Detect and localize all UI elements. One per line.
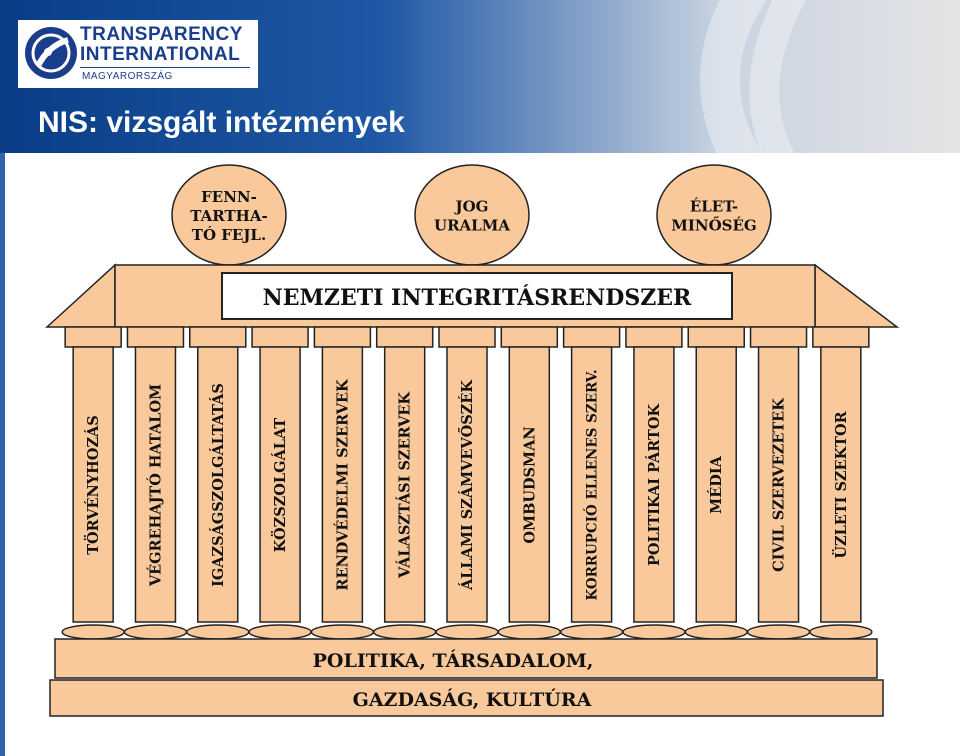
column-3: IGAZSÁGSZOLGÁLTATÁS [186,326,250,640]
column-label: ÜZLETI SZEKTOR [831,410,850,558]
column-shaft [134,346,177,623]
column-base [622,624,686,640]
column-label: IGAZSÁGSZOLGÁLTATÁS [209,383,227,587]
top-pillar-3: ÉLET-MINŐSÉG [656,164,772,266]
column-capital [126,326,185,348]
column-capital [625,326,683,348]
column-base [186,624,250,640]
column-2: VÉGREHAJTÓ HATALOM [123,326,188,640]
column-11: MÉDIA [684,326,748,640]
logo-text-country: MAGYARORSZÁG [82,71,173,82]
column-capital [64,326,122,348]
column-shaft [508,346,551,623]
top-pillar-label: MINŐSÉG [671,217,756,235]
columns: TÖRVÉNYHOZÁS VÉGREHAJTÓ HATALOM IGAZSÁGSZO… [61,326,873,640]
ti-logo: TRANSPARENCY INTERNATIONAL MAGYARORSZÁG [18,20,258,88]
base-lower [49,679,884,717]
column-capital [812,326,870,348]
column-capital [749,326,808,348]
base-upper [54,638,878,679]
column-capital [438,326,496,348]
column-capital [313,326,372,348]
top-pillar-label: JOG [454,198,489,216]
column-12: CIVIL SZERVEZETEK [746,326,811,640]
left-accent-bar [0,153,5,756]
column-capital [375,326,434,348]
column-label: CIVIL SZERVEZETEK [771,397,788,572]
top-pillar-label: TÓ FEJL. [192,226,266,244]
column-shaft [446,346,488,623]
base-upper-label: POLITIKA, TÁRSADALOM, [313,649,594,672]
column-1: TÖRVÉNYHOZÁS [61,326,125,640]
column-capital [251,326,309,348]
column-10: POLITIKAI PÁRTOK [622,326,686,640]
column-shaft [570,346,613,623]
column-label: VÉGREHAJTÓ HATALOM [146,384,164,587]
column-label: KORRUPCIÓ ELLENES SZERV. [584,369,601,600]
column-base [684,624,748,640]
column-capital [562,326,621,348]
column-label: MÉDIA [707,455,725,513]
column-shaft [383,346,426,623]
ti-globe-icon [25,27,77,79]
column-label: ÁLLAMI SZÁMVEVŐSZÉK [458,379,476,591]
top-pillar-label: ÉLET- [690,198,738,216]
column-shaft [820,346,862,623]
column-base [435,624,499,640]
top-pillar-1: FENN-TARTHA-TÓ FEJL. [171,164,287,266]
column-base [310,624,375,640]
column-shaft [321,346,364,623]
top-pillar-label: URALMA [434,217,510,235]
column-13: ÜZLETI SZEKTOR [809,326,873,640]
column-base [559,624,624,640]
column-label: RENDVÉDELMI SZERVEK [333,378,351,591]
roof-left-slope [45,263,116,328]
column-5: RENDVÉDELMI SZERVEK [310,326,375,640]
column-base [497,624,562,640]
header-banner: TRANSPARENCY INTERNATIONAL MAGYARORSZÁG … [0,0,960,153]
column-base [248,624,312,640]
column-shaft [633,346,675,623]
top-pillar-label: TARTHA- [190,207,267,225]
logo-divider [80,67,250,68]
page-title: NIS: vizsgált intézmények [38,106,405,139]
logo-text-international: INTERNATIONAL [80,44,241,65]
column-capital [500,326,559,348]
roof-label-box [221,272,733,320]
base-lower-label: GAZDASÁG, KULTÚRA [353,688,592,711]
column-shaft [197,346,239,623]
column-label: TÖRVÉNYHOZÁS [83,415,102,555]
logo-text-transparency: TRANSPARENCY [80,24,243,45]
column-capital [687,326,745,348]
column-label: POLITIKAI PÁRTOK [645,403,663,566]
roof-label: NEMZETI INTEGRITÁSRENDSZER [263,284,692,311]
column-4: KÖZSZOLGÁLAT [248,326,312,640]
column-base [61,624,125,640]
column-shaft [695,346,737,623]
column-7: ÁLLAMI SZÁMVEVŐSZÉK [435,326,499,640]
column-base [372,624,437,640]
column-base [809,624,873,640]
roof-right-slope [814,263,900,328]
column-6: VÁLASZTÁSI SZERVEK [372,326,437,640]
column-8: OMBUDSMAN [497,326,562,640]
column-9: KORRUPCIÓ ELLENES SZERV. [559,326,624,640]
column-base [746,624,811,640]
column-label: OMBUDSMAN [521,426,538,543]
column-label: VÁLASZTÁSI SZERVEK [396,391,414,579]
column-base [123,624,188,640]
column-label: KÖZSZOLGÁLAT [270,418,289,553]
column-shaft [757,346,800,623]
column-capital [189,326,247,348]
column-shaft [72,346,114,623]
watermark-globe-icon [700,0,806,153]
top-pillar-label: FENN- [201,188,257,206]
column-shaft [259,346,301,623]
